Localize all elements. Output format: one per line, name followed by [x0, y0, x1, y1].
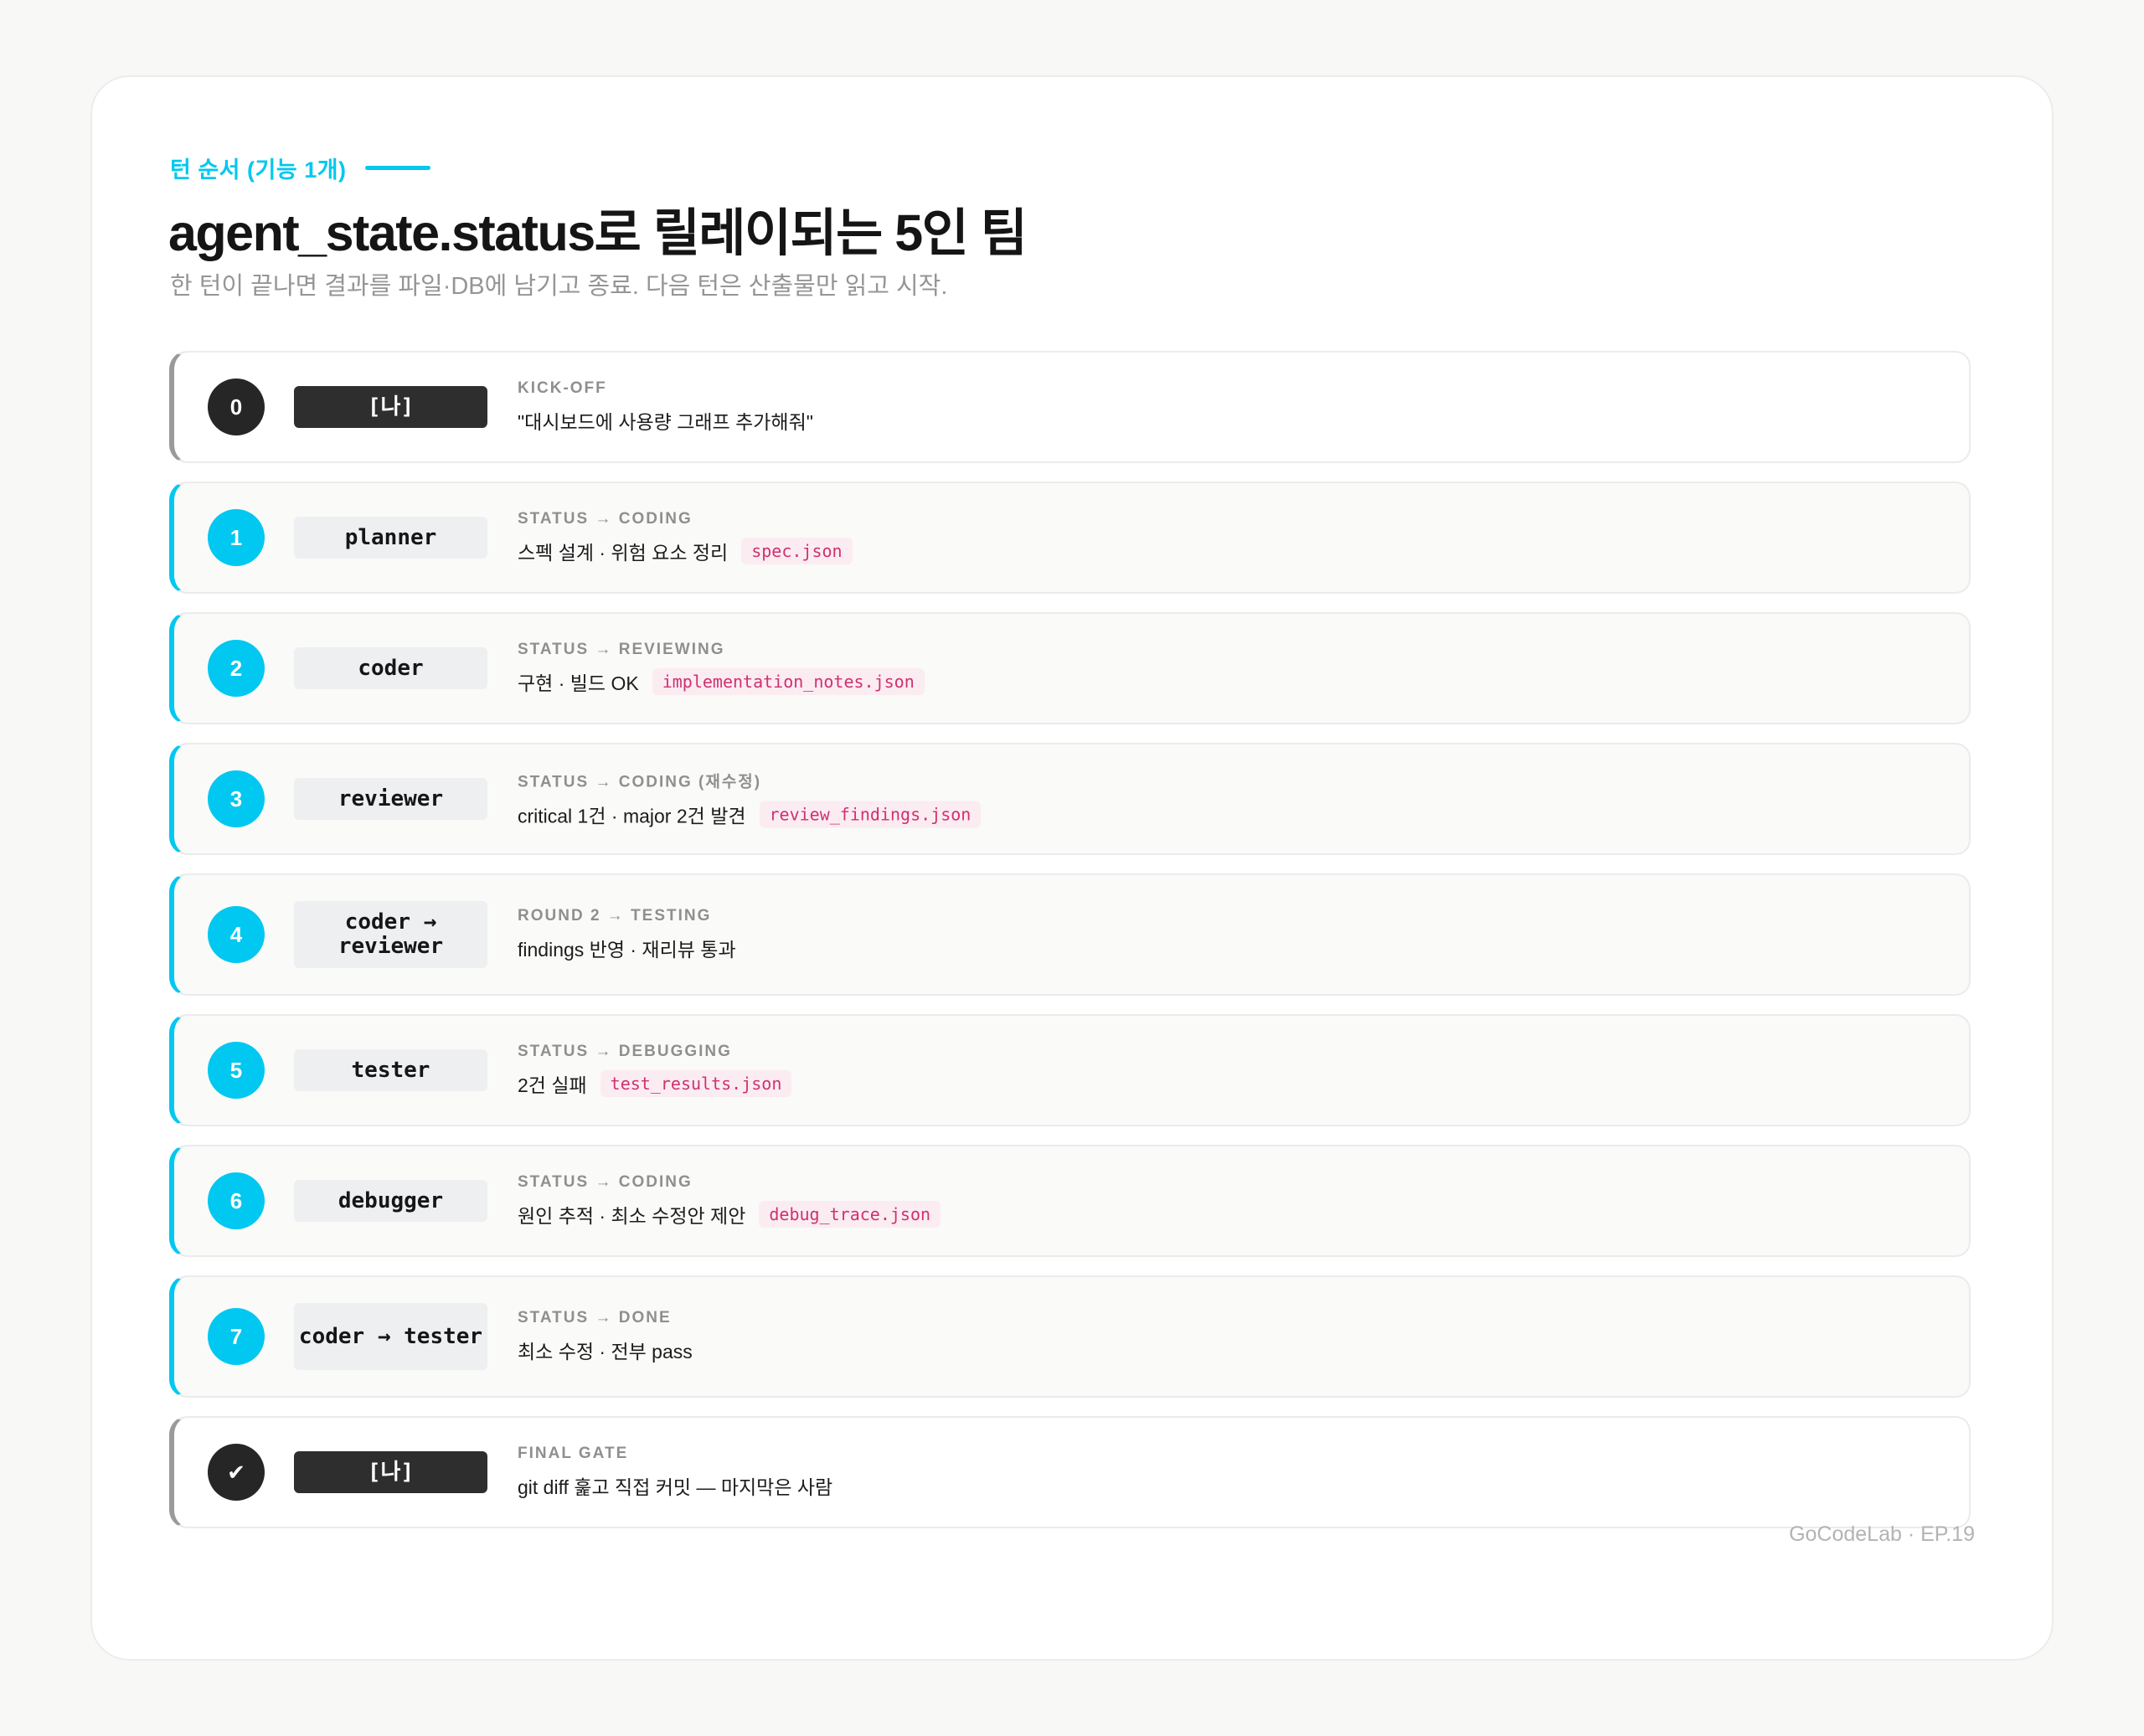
turn-info: STATUS → CODING 원인 추적 · 최소 수정안 제안 debug_… — [518, 1173, 941, 1229]
turn-desc-line: 구현 · 빌드 OK implementation_notes.json — [518, 667, 925, 696]
turn-info: ROUND 2 → TESTING findings 반영 · 재리뷰 통과 — [518, 907, 736, 962]
turn-status-label: FINAL GATE — [518, 1445, 629, 1462]
turn-status-label: STATUS → CODING — [518, 1173, 693, 1191]
eyebrow-accent-line — [364, 165, 430, 170]
page-title: agent_state.status로 릴레이되는 5인 팀 — [168, 204, 1028, 261]
footer-credit: GoCodeLab · EP.19 — [1789, 1522, 1975, 1546]
output-file-chip: test_results.json — [600, 1070, 792, 1097]
turn-number-badge: 2 — [208, 640, 265, 697]
content-card: 턴 순서 (기능 1개) agent_state.status로 릴레이되는 5… — [90, 75, 2054, 1661]
turn-desc-line: "대시보드에 사용량 그래프 추가해줘" — [518, 406, 813, 435]
turn-desc-line: 2건 실패 test_results.json — [518, 1069, 792, 1098]
checkmark-icon: ✔ — [208, 1444, 265, 1501]
role-chip: [나] — [294, 386, 487, 428]
turn-row-reviewer: 3 reviewer STATUS → CODING (재수정) critica… — [169, 743, 1971, 855]
turn-row-debugger: 6 debugger STATUS → CODING 원인 추적 · 최소 수정… — [169, 1145, 1971, 1257]
turn-info: KICK-OFF "대시보드에 사용량 그래프 추가해줘" — [518, 379, 813, 435]
turn-info: STATUS → REVIEWING 구현 · 빌드 OK implementa… — [518, 641, 925, 696]
eyebrow-label: 턴 순서 (기능 1개) — [170, 157, 347, 183]
turn-row-tester: 5 tester STATUS → DEBUGGING 2건 실패 test_r… — [169, 1014, 1971, 1126]
turn-row-kickoff: 0 [나] KICK-OFF "대시보드에 사용량 그래프 추가해줘" — [169, 351, 1971, 463]
role-chip: coder — [294, 647, 487, 689]
turn-number-badge: 7 — [208, 1308, 265, 1365]
turn-status-label: STATUS → CODING (재수정) — [518, 773, 762, 791]
turn-info: STATUS → CODING (재수정) critical 1건 · majo… — [518, 770, 982, 829]
turn-info: FINAL GATE git diff 훑고 직접 커밋 — 마지막은 사람 — [518, 1445, 832, 1500]
turn-number-badge: 0 — [208, 379, 265, 435]
turn-row-planner: 1 planner STATUS → CODING 스펙 설계 · 위험 요소 … — [169, 482, 1971, 594]
role-chip: debugger — [294, 1180, 487, 1222]
output-file-chip: spec.json — [741, 538, 853, 564]
role-chip: coder → tester — [294, 1303, 487, 1370]
turn-description: 2건 실패 — [518, 1074, 587, 1096]
turn-status-label: STATUS → CODING — [518, 510, 693, 528]
turn-status-label: STATUS → DONE — [518, 1309, 672, 1326]
turn-info: STATUS → DEBUGGING 2건 실패 test_results.js… — [518, 1043, 792, 1098]
turn-description: 스펙 설계 · 위험 요소 정리 — [518, 542, 729, 564]
turn-desc-line: 원인 추적 · 최소 수정안 제안 debug_trace.json — [518, 1200, 941, 1229]
role-chip: reviewer — [294, 778, 487, 820]
output-file-chip: implementation_notes.json — [652, 668, 925, 695]
turn-desc-line: 최소 수정 · 전부 pass — [518, 1336, 693, 1364]
turn-number-badge: 5 — [208, 1042, 265, 1099]
role-chip: planner — [294, 517, 487, 559]
turn-status-label: STATUS → DEBUGGING — [518, 1043, 732, 1060]
turn-desc-line: git diff 훑고 직접 커밋 — 마지막은 사람 — [518, 1471, 832, 1500]
role-chip: tester — [294, 1049, 487, 1091]
turn-number-badge: 3 — [208, 770, 265, 827]
turn-status-label: STATUS → REVIEWING — [518, 641, 725, 658]
turn-description: "대시보드에 사용량 그래프 추가해줘" — [518, 411, 813, 433]
turn-row-coder: 2 coder STATUS → REVIEWING 구현 · 빌드 OK im… — [169, 612, 1971, 724]
page-subtitle: 한 턴이 끝나면 결과를 파일·DB에 남기고 종료. 다음 턴은 산출물만 읽… — [170, 273, 948, 300]
turn-list: 0 [나] KICK-OFF "대시보드에 사용량 그래프 추가해줘" 1 pl… — [169, 351, 1971, 1547]
turn-description: 최소 수정 · 전부 pass — [518, 1341, 693, 1363]
turn-description: findings 반영 · 재리뷰 통과 — [518, 939, 736, 961]
turn-desc-line: findings 반영 · 재리뷰 통과 — [518, 934, 736, 962]
turn-number-badge: 1 — [208, 509, 265, 566]
output-file-chip: debug_trace.json — [759, 1201, 941, 1228]
turn-desc-line: critical 1건 · major 2건 발견 review_finding… — [518, 801, 982, 829]
turn-description: 구현 · 빌드 OK — [518, 672, 639, 694]
turn-description: 원인 추적 · 최소 수정안 제안 — [518, 1205, 746, 1227]
turn-info: STATUS → CODING 스펙 설계 · 위험 요소 정리 spec.js… — [518, 510, 853, 565]
eyebrow: 턴 순서 (기능 1개) — [170, 147, 430, 188]
turn-row-coder-tester: 7 coder → tester STATUS → DONE 최소 수정 · 전… — [169, 1275, 1971, 1398]
turn-number-badge: 6 — [208, 1172, 265, 1229]
turn-desc-line: 스펙 설계 · 위험 요소 정리 spec.json — [518, 537, 853, 565]
turn-description: critical 1건 · major 2건 발견 — [518, 805, 746, 827]
turn-status-label: KICK-OFF — [518, 379, 607, 397]
output-file-chip: review_findings.json — [759, 801, 982, 828]
turn-status-label: ROUND 2 → TESTING — [518, 907, 712, 925]
turn-row-coder-reviewer: 4 coder → reviewer ROUND 2 → TESTING fin… — [169, 873, 1971, 996]
turn-description: git diff 훑고 직접 커밋 — 마지막은 사람 — [518, 1476, 833, 1498]
turn-info: STATUS → DONE 최소 수정 · 전부 pass — [518, 1309, 693, 1364]
turn-row-final-gate: ✔ [나] FINAL GATE git diff 훑고 직접 커밋 — 마지막… — [169, 1416, 1971, 1528]
role-chip: coder → reviewer — [294, 901, 487, 968]
role-chip: [나] — [294, 1451, 487, 1493]
turn-number-badge: 4 — [208, 906, 265, 963]
